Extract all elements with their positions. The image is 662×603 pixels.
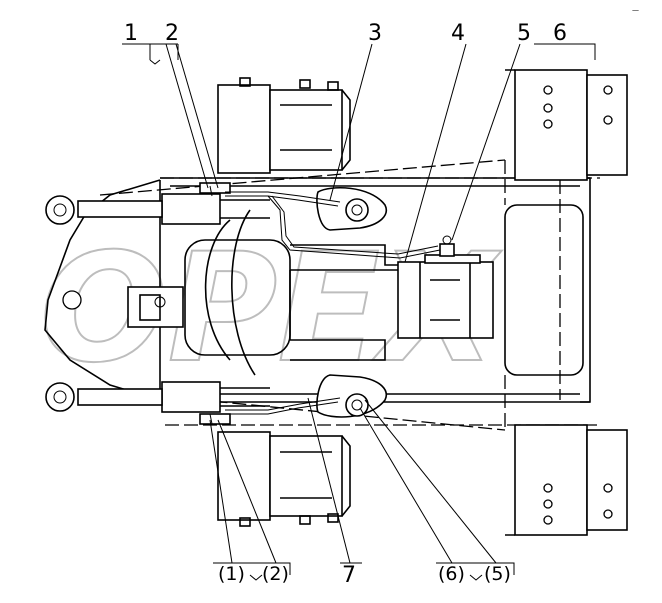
center-tank	[397, 235, 494, 339]
callout-leaders	[122, 43, 596, 581]
pivot-arms	[316, 187, 387, 418]
callout-paren-6: (6)	[438, 563, 465, 585]
bottom-cylinder	[45, 381, 270, 425]
callout-6: 6	[553, 21, 567, 46]
callout-paren-1: (1)	[218, 563, 245, 585]
top-bracket	[217, 77, 351, 174]
callout-3: 3	[368, 21, 382, 46]
callout-2: 2	[165, 21, 179, 46]
callout-paren-2: (2)	[262, 563, 289, 585]
callout-labels-bottom: (1) (2) 7 (6) (5)	[218, 563, 511, 588]
callout-4: 4	[451, 21, 465, 46]
callout-1: 1	[124, 21, 138, 46]
rear-blocks	[505, 69, 628, 536]
top-cylinder	[45, 182, 270, 225]
callout-7: 7	[342, 563, 356, 588]
bottom-bracket	[217, 431, 351, 527]
callout-labels-top: 1 2 3 4 5 6	[124, 21, 567, 46]
callout-paren-5: (5)	[484, 563, 511, 585]
corner-mark: —	[632, 6, 639, 14]
callout-5: 5	[517, 21, 531, 46]
